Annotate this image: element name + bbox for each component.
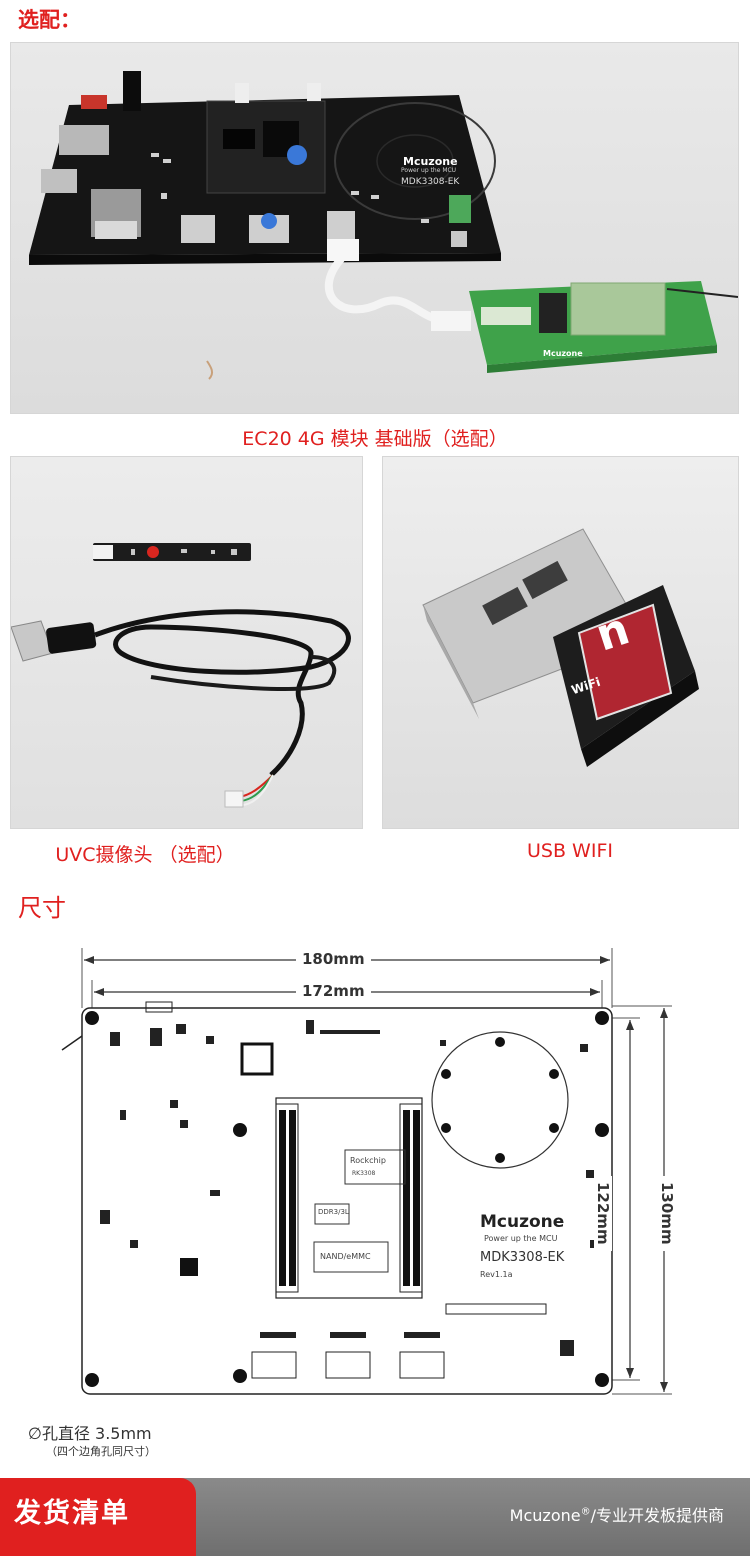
size-title: 尺寸 [18, 894, 66, 922]
footer-tab [0, 1478, 196, 1556]
board-brand-label: Mcuzone [403, 155, 458, 168]
ec20-photo: Mcuzone Power up the MCU MDK3308-EK Mcuz… [10, 42, 739, 414]
drawing-slogan: Power up the MCU [484, 1234, 558, 1243]
hole-subnote: （四个边角孔同尺寸） [46, 1445, 156, 1458]
board-model-label: MDK3308-EK [401, 177, 460, 187]
ec20-caption: EC20 4G 模块 基础版（选配） [242, 428, 508, 450]
drawing-rev: Rev1.1a [480, 1270, 513, 1279]
company-name: Mcuzone [509, 1506, 581, 1525]
ec20-photo-drawing [29, 71, 738, 380]
drawing-chip-label: Rockchip [350, 1156, 386, 1165]
dimension-drawing: 180mm 172mm 122mm 130mm Mcuzone Power up… [0, 940, 750, 1470]
options-title: 选配： [18, 8, 81, 32]
drawing-chip-sub: RK3308 [352, 1170, 376, 1177]
shipping-list-title: 发货清单 [14, 1498, 130, 1529]
drawing-model: MDK3308-EK [480, 1250, 565, 1265]
registered-mark: ® [580, 1506, 591, 1518]
uvc-camera-drawing [11, 543, 351, 808]
inner-height-label: 122mm [594, 1176, 612, 1251]
uvc-camera-photo [10, 456, 363, 829]
drawing-ddr-label: DDR3/3L [318, 1208, 349, 1216]
outer-height-label: 130mm [658, 1176, 676, 1251]
usb-wifi-drawing [422, 528, 699, 767]
drawing-brand: Mcuzone [480, 1212, 565, 1232]
company-tagline: /专业开发板提供商 [590, 1506, 724, 1525]
drawing-nand-label: NAND/eMMC [320, 1252, 371, 1261]
hole-note: ∅孔直径 3.5mm [28, 1424, 152, 1443]
uvc-caption: UVC摄像头 （选配） [55, 844, 235, 866]
inner-width-label: 172mm [296, 982, 371, 1000]
footer-company: Mcuzone®/专业开发板提供商 [510, 1502, 724, 1526]
dimension-lines [61, 948, 672, 1395]
outer-width-label: 180mm [296, 950, 371, 968]
board-slogan-label: Power up the MCU [401, 167, 457, 174]
wifi-caption: USB WIFI [527, 840, 613, 862]
usb-wifi-photo: n WiFi [382, 456, 739, 829]
module-brand-label: Mcuzone [543, 349, 583, 358]
